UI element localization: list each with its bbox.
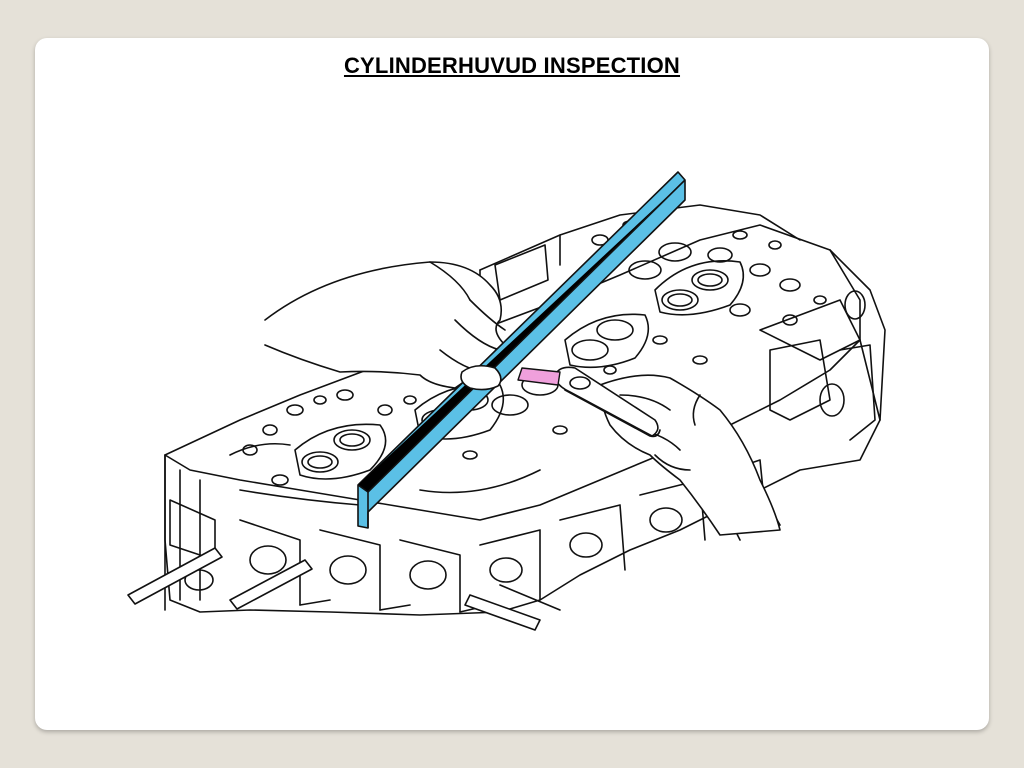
- slide-title: CYLINDERHUVUD INSPECTION: [343, 53, 681, 78]
- cylinder-head-body: [164, 204, 886, 616]
- studs: [127, 547, 561, 631]
- coolant-holes: [229, 220, 827, 506]
- feeler-gauge-handle: [554, 366, 661, 438]
- feeler-gauge-blade: [517, 367, 561, 386]
- left-thumb: [460, 364, 502, 391]
- straightedge: [357, 171, 686, 529]
- slide: CYLINDERHUVUD INSPECTION: [35, 38, 989, 730]
- combustion-chambers: [294, 242, 801, 480]
- cylinder-head-illustration: [127, 171, 886, 631]
